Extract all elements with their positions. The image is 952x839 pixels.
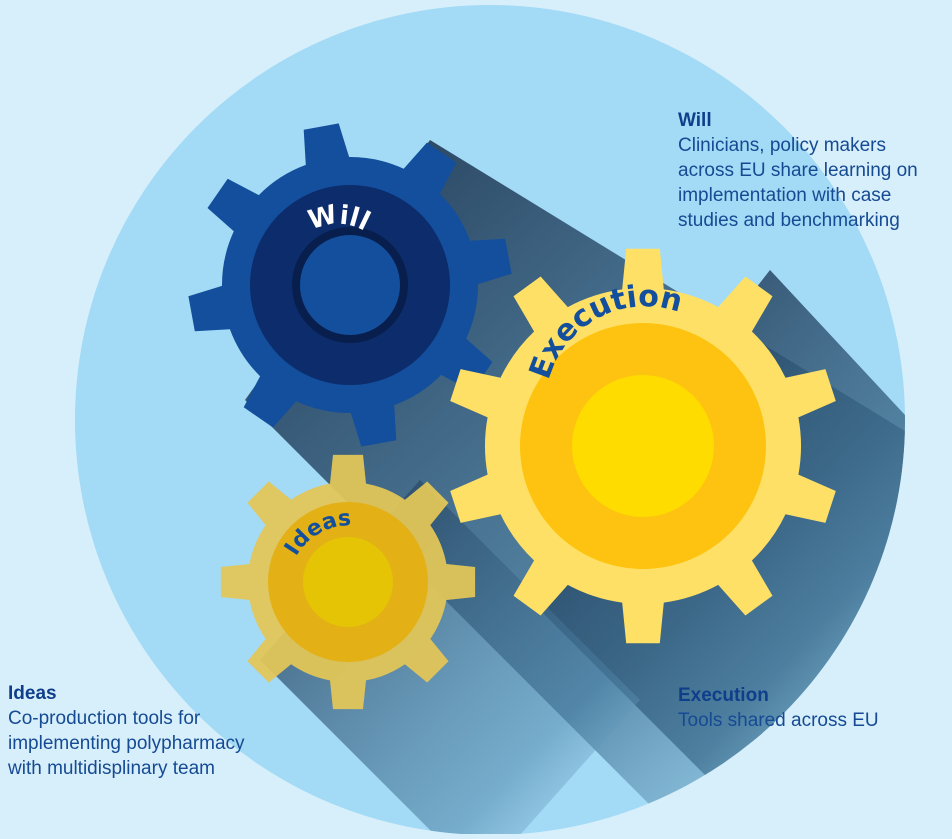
execution-caption-body: Tools shared across EU <box>678 708 879 733</box>
execution-caption: Execution Tools shared across EU <box>678 683 879 733</box>
will-caption: Will Clinicians, policy makers across EU… <box>678 108 918 233</box>
will-caption-body: Clinicians, policy makers across EU shar… <box>678 133 918 233</box>
ideas-caption-body: Co-production tools for implementing pol… <box>8 706 245 781</box>
will-gear <box>188 123 512 447</box>
ideas-caption: Ideas Co-production tools for implementi… <box>8 681 245 781</box>
execution-caption-title: Execution <box>678 685 769 706</box>
ideas-gear-shade <box>220 454 476 710</box>
will-gear-hub <box>300 235 400 335</box>
will-caption-line: studies and benchmarking <box>678 210 900 231</box>
shadow-execution-gear <box>520 270 905 835</box>
execution-gear <box>450 248 836 644</box>
ideas-gear <box>220 454 476 710</box>
will-caption-line: across EU share learning on <box>678 160 918 181</box>
will-caption-line: implementation with case <box>678 185 892 206</box>
will-caption-title: Will <box>678 110 712 131</box>
ideas-caption-line: with multidisplinary team <box>8 758 215 779</box>
ideas-caption-line: Co-production tools for <box>8 708 201 729</box>
ideas-caption-title: Ideas <box>8 683 57 704</box>
execution-caption-line: Tools shared across EU <box>678 710 879 731</box>
will-caption-line: Clinicians, policy makers <box>678 135 887 156</box>
execution-gear-hub <box>572 375 714 517</box>
ideas-gear-hub <box>303 537 393 627</box>
ideas-caption-line: implementing polypharmacy <box>8 733 245 754</box>
